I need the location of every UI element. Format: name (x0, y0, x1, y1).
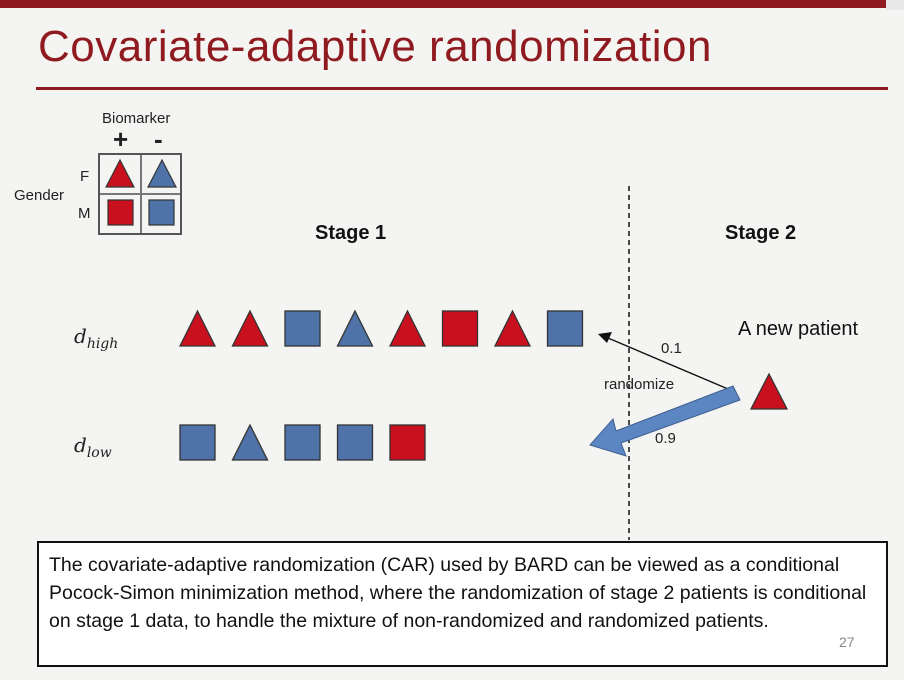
d-low-base: d (74, 433, 87, 457)
legend-male-positive-square (107, 199, 134, 226)
row-high-red-triangle-1 (178, 309, 217, 347)
female-label: F (80, 168, 90, 185)
row-high-patients (178, 309, 584, 347)
legend-grid-divider-horizontal (100, 193, 180, 195)
stage-2-label: Stage 2 (725, 222, 797, 244)
row-high-red-triangle-5 (388, 309, 427, 347)
new-patient-label: A new patient (738, 318, 859, 340)
biomarker-positive-label: + (113, 124, 129, 154)
row-high-blue-square-8 (546, 310, 584, 347)
row-high-red-triangle-2 (231, 309, 269, 347)
d-low-label: dlow (74, 433, 112, 461)
row-high-red-square-6 (441, 310, 479, 347)
row-low-blue-triangle-2 (231, 423, 269, 461)
d-high-subscript: high (86, 336, 119, 352)
top-corner-notch (886, 0, 904, 10)
patient-rows (178, 186, 789, 540)
row-low-blue-square-1 (179, 424, 216, 461)
male-label: M (78, 205, 91, 222)
top-accent-bar (0, 0, 904, 8)
d-high-label: dhigh (74, 324, 118, 352)
arrow-to-high-head (598, 332, 612, 343)
arrow-to-low (589, 385, 741, 457)
new-patient-triangle (749, 372, 789, 410)
slide-title: Covariate-adaptive randomization (38, 22, 712, 71)
title-underline (36, 87, 888, 90)
page-number: 27 (839, 634, 855, 650)
randomize-label: randomize (604, 376, 675, 393)
row-low-red-square-5 (389, 424, 426, 461)
probability-high-label: 0.1 (661, 340, 682, 357)
caption-text: The covariate-adaptive randomization (CA… (49, 554, 867, 632)
row-low-blue-square-3 (284, 424, 321, 461)
legend-female-positive-triangle (105, 158, 135, 188)
stage-1-label: Stage 1 (315, 222, 387, 244)
probability-low-label: 0.9 (655, 430, 676, 447)
d-high-base: d (74, 324, 87, 348)
legend-shapes (105, 158, 177, 226)
biomarker-label: Biomarker (102, 110, 171, 127)
row-high-red-triangle-7 (493, 309, 532, 347)
arrow-to-high-shaft (607, 337, 729, 390)
caption-box: The covariate-adaptive randomization (CA… (37, 541, 888, 667)
d-low-subscript: low (86, 445, 112, 461)
row-high-blue-square-3 (284, 310, 321, 347)
biomarker-negative-label: - (154, 124, 163, 154)
row-high-blue-triangle-4 (336, 309, 374, 347)
legend-male-negative-square (148, 199, 175, 226)
legend-female-negative-triangle (147, 158, 177, 188)
row-low-patients (179, 423, 426, 461)
row-low-blue-square-4 (336, 424, 374, 461)
gender-label: Gender (14, 187, 65, 204)
legend-grid (98, 153, 182, 235)
